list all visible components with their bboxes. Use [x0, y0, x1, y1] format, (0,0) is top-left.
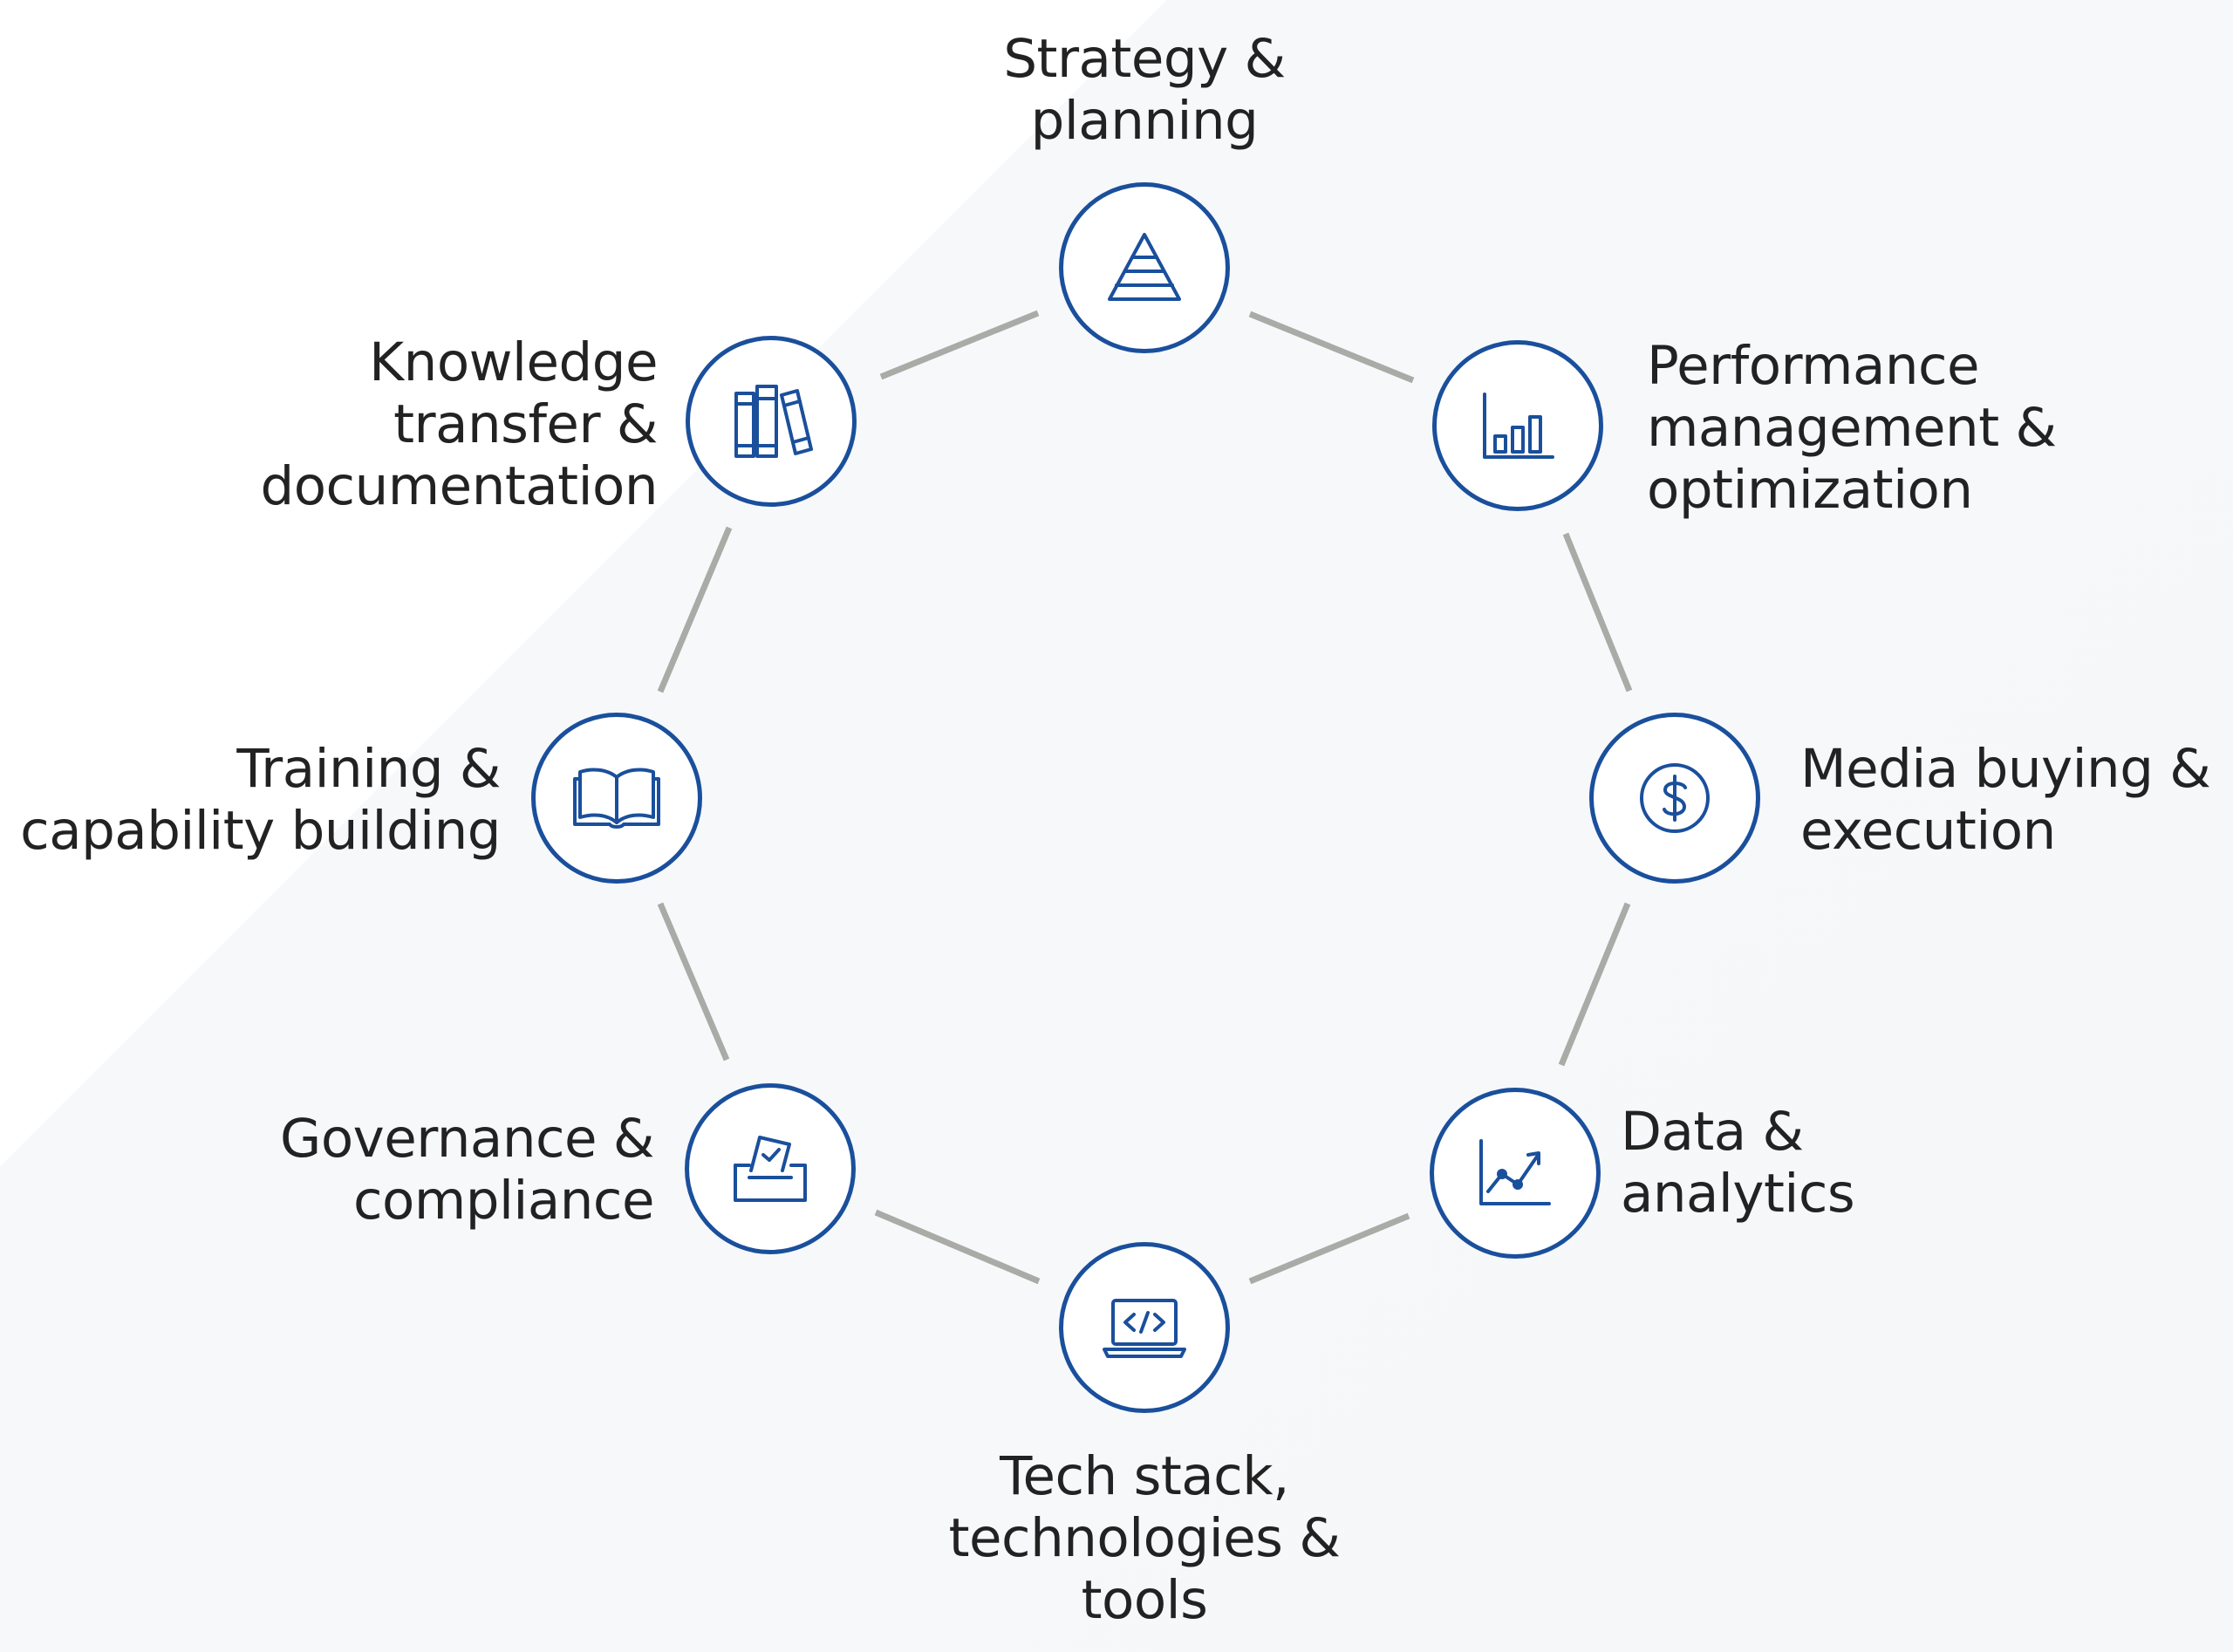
- laptop-code-icon: [1103, 1299, 1186, 1358]
- connector-media-data: [1558, 902, 1631, 1067]
- label-media: Media buying & execution: [1800, 738, 2211, 862]
- connector-data-tech: [1248, 1212, 1410, 1285]
- connector-knowledge-strategy: [879, 310, 1040, 380]
- label-strategy: Strategy & planning: [1003, 28, 1286, 152]
- connector-governance-training: [657, 902, 730, 1062]
- node-training: [531, 713, 702, 884]
- node-performance: [1432, 340, 1603, 511]
- node-data: [1430, 1088, 1601, 1259]
- label-knowledge: Knowledge transfer & documentation: [260, 331, 659, 517]
- node-governance: [685, 1083, 856, 1254]
- label-tech: Tech stack, technologies & tools: [948, 1445, 1341, 1631]
- ballot-box-icon: [734, 1136, 807, 1202]
- bar-chart-icon: [1483, 393, 1554, 459]
- node-knowledge: [686, 336, 857, 507]
- label-training: Training & capability building: [20, 738, 501, 862]
- connector-training-knowledge: [657, 526, 733, 693]
- node-media: [1589, 713, 1760, 884]
- node-tech: [1059, 1242, 1230, 1413]
- node-strategy: [1059, 182, 1230, 353]
- label-data: Data & analytics: [1621, 1101, 1855, 1225]
- label-governance: Governance & compliance: [280, 1108, 654, 1232]
- open-book-icon: [573, 768, 660, 829]
- connector-tech-governance: [874, 1209, 1041, 1285]
- label-performance: Performance management & optimization: [1647, 335, 2057, 521]
- dollar-icon: [1640, 763, 1710, 833]
- connector-performance-media: [1562, 532, 1633, 693]
- books-icon: [734, 385, 813, 458]
- pyramid-icon: [1108, 233, 1181, 301]
- line-chart-icon: [1479, 1139, 1551, 1205]
- connector-strategy-performance: [1248, 311, 1415, 384]
